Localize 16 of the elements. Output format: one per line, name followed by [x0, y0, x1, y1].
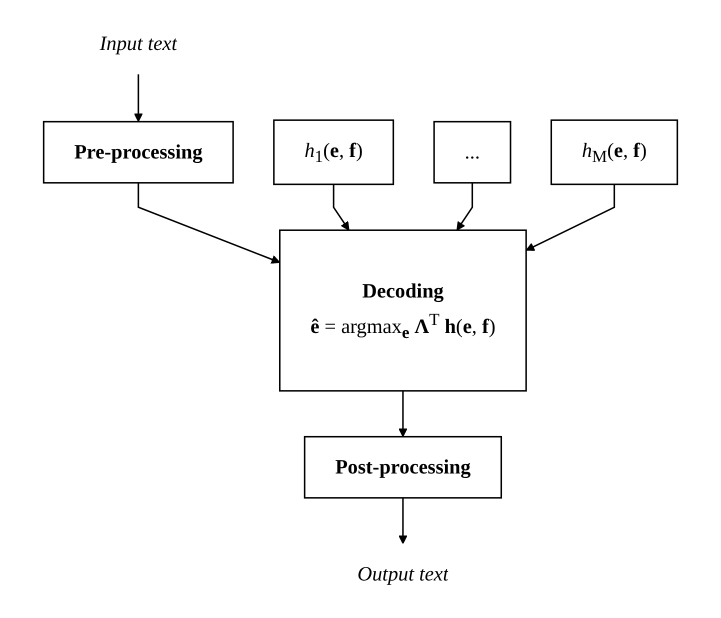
arrow: [332, 184, 350, 231]
arrow: [526, 184, 616, 251]
arrow: [138, 182, 280, 264]
node-box: [304, 436, 502, 499]
node-text: Input text: [100, 32, 178, 55]
node-box: [279, 229, 527, 392]
arrow: [456, 182, 474, 231]
node-box: [273, 119, 394, 186]
node-box: [42, 120, 234, 184]
node-box: [550, 119, 678, 186]
arrow: [398, 498, 408, 544]
arrow: [134, 74, 143, 122]
node-box: [433, 120, 512, 184]
arrow: [398, 390, 408, 438]
flowchart-drawing: Input text Pre-processing Decoding ê = argmax$_{e}$ Λ$^{T}$ h(e, f) h$_{1}$(e, f) ... h$_{M}$(e, f) Post-processing Output text: [5, 5, 716, 613]
node-text: Output text: [357, 563, 449, 586]
